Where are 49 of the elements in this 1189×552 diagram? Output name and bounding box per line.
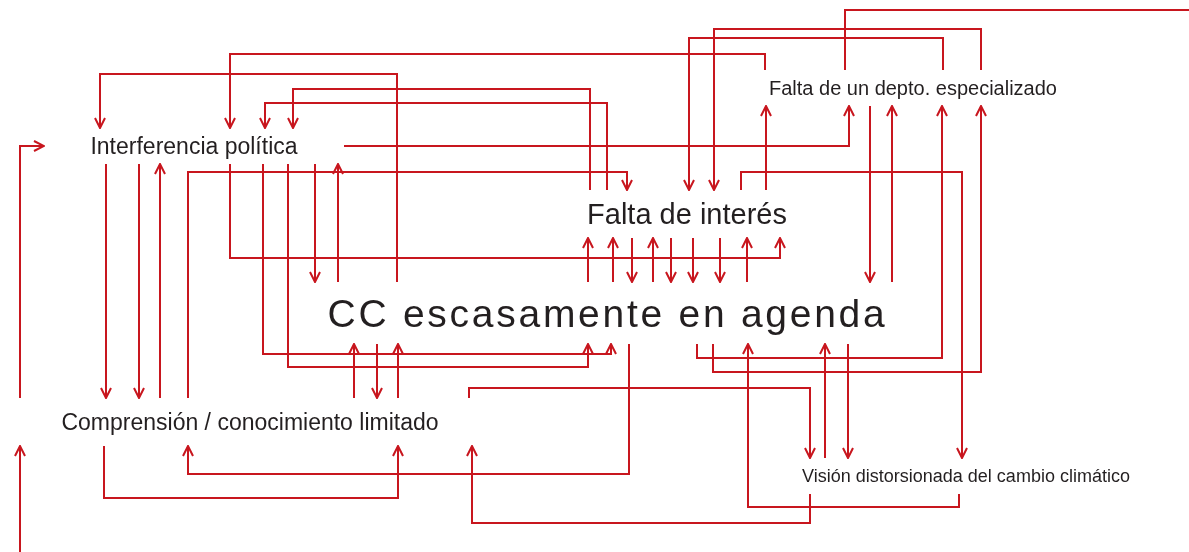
arrow — [343, 105, 855, 147]
concept-label: Falta de interés — [587, 199, 787, 229]
arrow — [466, 445, 811, 524]
arrow — [154, 163, 166, 399]
concept-label: Interferencia política — [90, 134, 298, 158]
arrow — [712, 105, 987, 373]
arrow — [740, 171, 968, 459]
arrow — [582, 237, 594, 283]
arrow — [287, 88, 591, 191]
arrow — [742, 343, 960, 508]
arrow — [864, 105, 876, 283]
concept-label: Visión distorsionada del cambio climático — [802, 467, 1130, 485]
arrow — [626, 237, 638, 283]
arrow — [224, 53, 766, 129]
arrow — [332, 163, 344, 283]
arrow — [708, 28, 982, 191]
arrow — [309, 163, 321, 283]
arrow — [760, 105, 772, 191]
arrow — [371, 343, 383, 399]
arrow — [14, 445, 26, 552]
arrow — [607, 237, 619, 283]
arrow — [103, 445, 404, 499]
arrow — [229, 163, 786, 259]
arrow — [665, 237, 677, 283]
arrow — [819, 343, 831, 459]
arrow — [392, 343, 404, 399]
arrow — [696, 105, 948, 359]
concept-label: Falta de un depto. especializado — [769, 78, 1057, 98]
arrow — [94, 73, 398, 283]
arrow — [262, 163, 617, 355]
arrow — [259, 102, 608, 191]
arrow — [687, 237, 699, 283]
arrow — [714, 237, 726, 283]
arrow — [886, 105, 898, 283]
arrow — [19, 140, 45, 399]
arrow — [187, 171, 633, 399]
connector-line — [844, 9, 1189, 71]
arrow — [133, 163, 145, 399]
arrow — [100, 163, 112, 399]
arrow — [683, 37, 944, 191]
arrow — [741, 237, 753, 283]
concept-label: CC escasamente en agenda — [327, 293, 888, 333]
concept-label: Comprensión / conocimiento limitado — [61, 410, 439, 434]
arrow — [468, 387, 816, 459]
arrow — [348, 343, 360, 399]
arrow — [842, 343, 854, 459]
arrow — [287, 163, 594, 368]
arrow — [182, 343, 630, 475]
arrow — [647, 237, 659, 283]
